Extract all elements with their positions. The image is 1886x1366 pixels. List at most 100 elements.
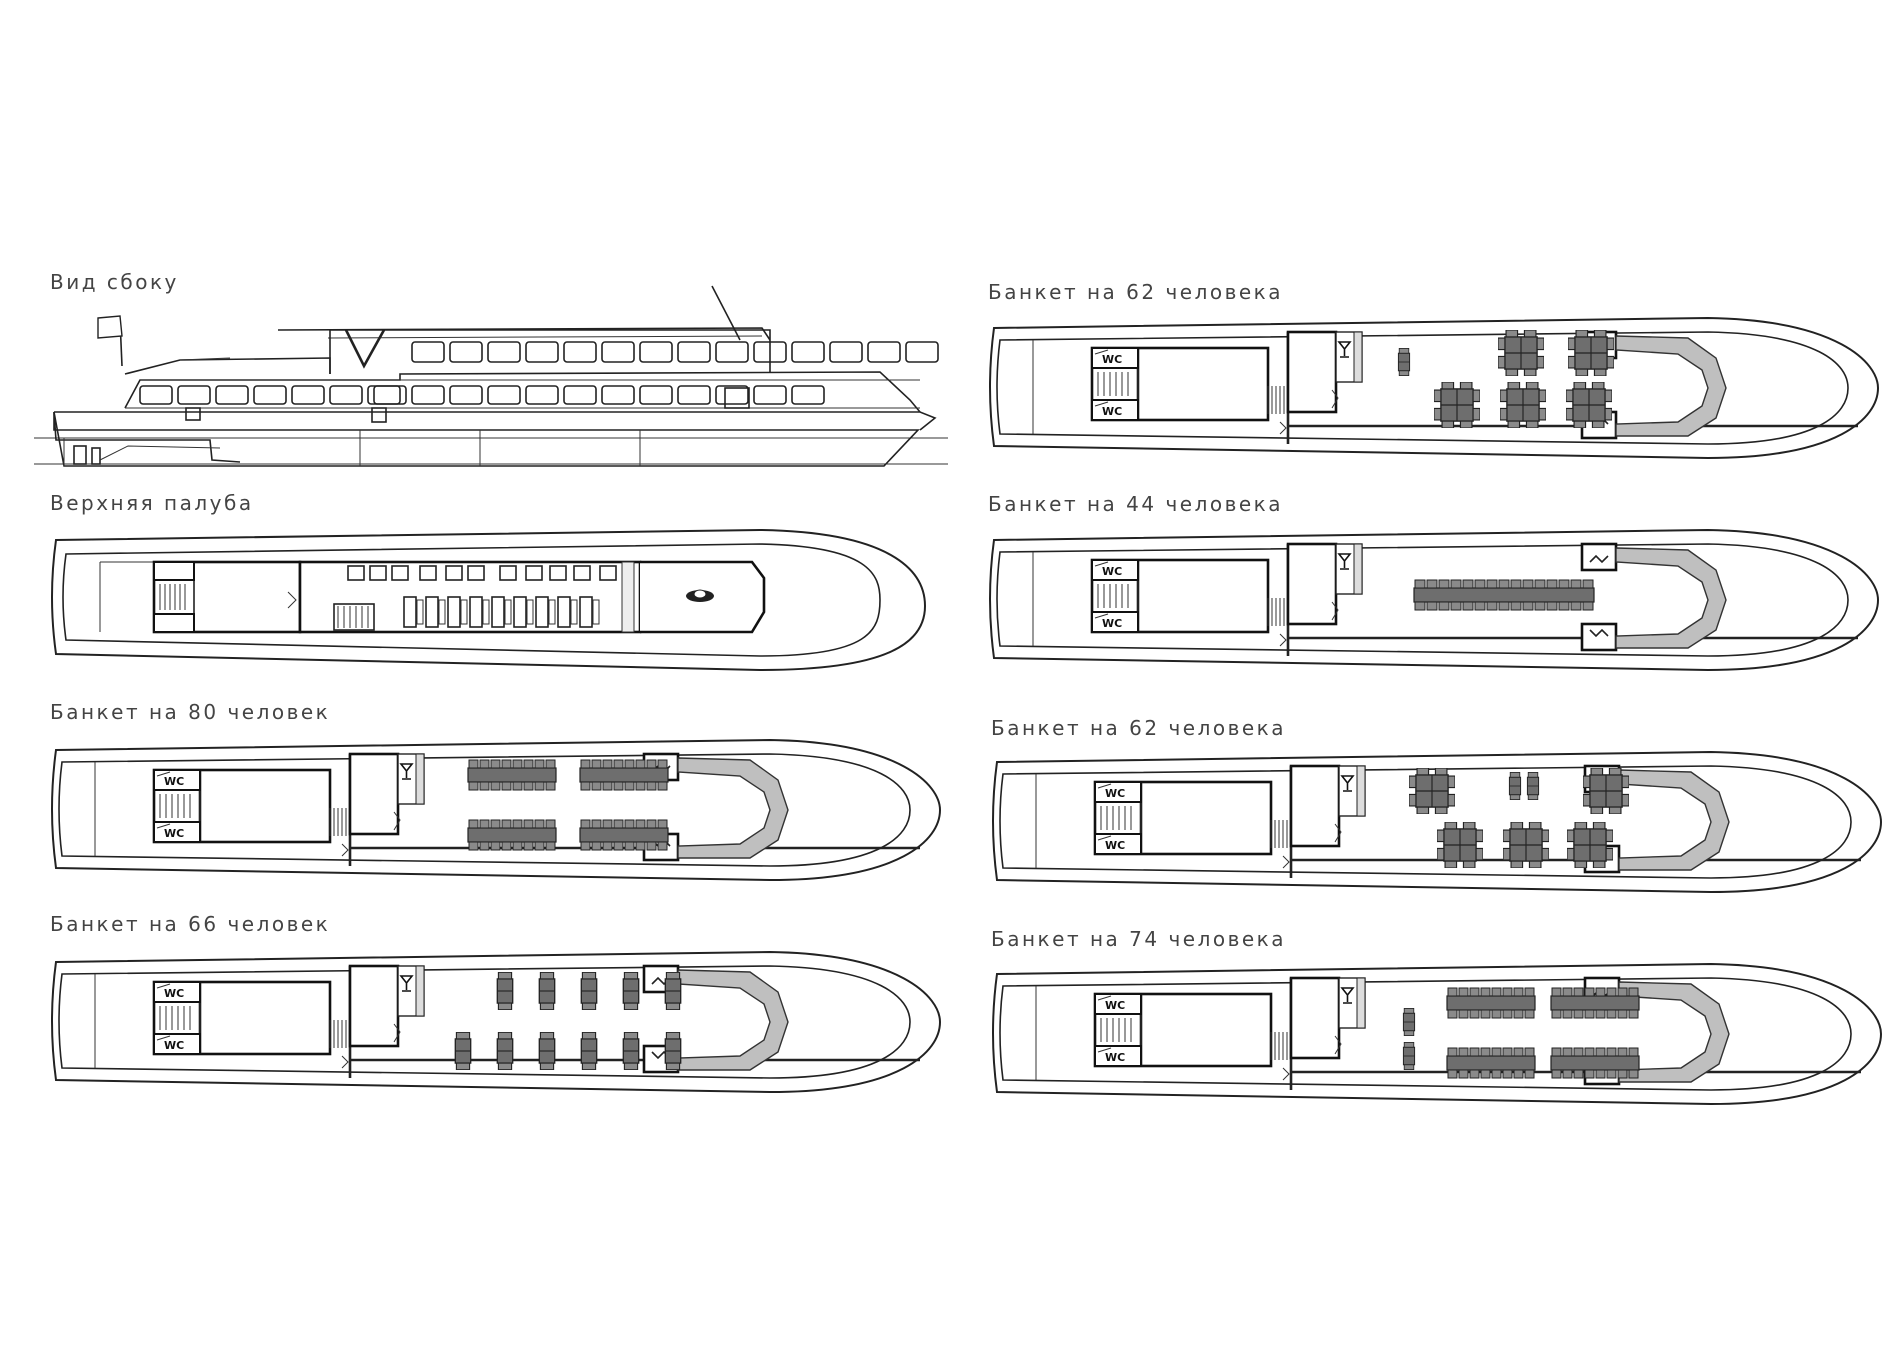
four-seat-table: [1503, 822, 1549, 868]
table-seat: [479, 781, 490, 791]
table-seat: [534, 781, 545, 791]
table-seat: [1524, 1047, 1535, 1057]
table-seat: [468, 781, 479, 791]
table-seat: [580, 781, 591, 791]
table-seat: [1617, 1009, 1628, 1019]
table-seat: [501, 841, 512, 851]
table-seat: [657, 841, 668, 851]
table-seat: [1414, 601, 1426, 611]
cabin-table: [447, 596, 461, 628]
inner-outline: [996, 331, 1849, 445]
two-seat-table: [538, 972, 556, 1010]
two-seat-table: [1402, 1008, 1416, 1036]
table-seat: [468, 841, 479, 851]
table-seat: [512, 819, 523, 829]
side-window: [791, 341, 825, 363]
side-view-label: Вид сбоку: [50, 270, 179, 294]
wc-label: WC: [164, 987, 184, 1000]
table-seat: [1595, 1009, 1606, 1019]
bar-shelf: [1356, 765, 1366, 817]
side-window: [487, 385, 521, 405]
table-seat: [1558, 579, 1570, 589]
two-seat-table: [1402, 1042, 1416, 1070]
table-seat: [1524, 1009, 1535, 1019]
two-seat-table: [580, 1032, 598, 1070]
table-seat: [1570, 579, 1582, 589]
banquet-74-label: Банкет на 74 человека: [991, 927, 1286, 951]
table-seat: [1486, 579, 1498, 589]
side-window: [601, 385, 635, 405]
two-seat-table: [496, 972, 514, 1010]
side-window: [715, 341, 749, 363]
table-seat: [1491, 1047, 1502, 1057]
four-seat-table: [1409, 768, 1455, 814]
side-window: [411, 385, 445, 405]
wc-room: [1091, 559, 1139, 581]
table-seat: [591, 759, 602, 769]
cabin-bench: [548, 599, 556, 625]
door-mark: [1282, 855, 1290, 869]
table-seat: [490, 841, 501, 851]
table-seat: [635, 819, 646, 829]
door-mark: [1331, 601, 1339, 621]
table-seat: [490, 781, 501, 791]
table-seat: [1450, 601, 1462, 611]
table-seat: [1595, 1047, 1606, 1057]
table-seat: [580, 759, 591, 769]
table-seat: [1595, 1069, 1606, 1079]
table-seat: [1450, 579, 1462, 589]
wc-room: [153, 981, 201, 1003]
table-seat: [1606, 1047, 1617, 1057]
table-seat: [635, 781, 646, 791]
table-seat: [1628, 987, 1639, 997]
table-seat: [534, 841, 545, 851]
side-window: [449, 341, 483, 363]
table-seat: [646, 759, 657, 769]
table-seat: [1617, 1069, 1628, 1079]
table-seat: [1584, 1009, 1595, 1019]
inner-outline: [999, 765, 1852, 879]
table-seat: [1510, 579, 1522, 589]
table-seat: [1491, 987, 1502, 997]
table-seat: [1595, 987, 1606, 997]
four-seat-table: [1583, 768, 1629, 814]
table-seat: [1513, 1047, 1524, 1057]
cabin-bench: [416, 599, 424, 625]
table-seat: [1414, 579, 1426, 589]
table-seat: [1447, 987, 1458, 997]
table-seat: [1469, 1069, 1480, 1079]
table-seat: [1462, 601, 1474, 611]
table-seat: [1491, 1009, 1502, 1019]
side-window: [677, 341, 711, 363]
bow-sofa: [677, 757, 789, 859]
wc-label: WC: [1102, 565, 1122, 578]
two-seat-table: [664, 1032, 682, 1070]
table-seat: [1502, 987, 1513, 997]
cabin-table: [513, 596, 527, 628]
table-seat: [602, 781, 613, 791]
side-window: [601, 341, 635, 363]
inner-outline: [58, 965, 911, 1079]
door-mark: [341, 843, 349, 857]
two-seat-table: [622, 972, 640, 1010]
table-seat: [1617, 987, 1628, 997]
wc-label: WC: [1102, 405, 1122, 418]
table-seat: [1570, 601, 1582, 611]
table-seat: [1438, 579, 1450, 589]
cocktail-icon: [1337, 341, 1352, 358]
door-mark: [1279, 421, 1287, 435]
table-seat: [1469, 987, 1480, 997]
cabin-seat: [369, 565, 387, 581]
side-window: [715, 385, 749, 405]
two-seat-table: [496, 1032, 514, 1070]
banquet-80-label: Банкет на 80 человек: [50, 700, 330, 724]
table-seat: [1426, 579, 1438, 589]
table-seat: [1480, 1069, 1491, 1079]
table-seat: [1551, 1069, 1562, 1079]
table-seat: [1469, 1047, 1480, 1057]
side-window: [373, 385, 407, 405]
door-swing: [1097, 783, 1112, 789]
table-seat: [1551, 1047, 1562, 1057]
inner-outline: [58, 753, 911, 867]
